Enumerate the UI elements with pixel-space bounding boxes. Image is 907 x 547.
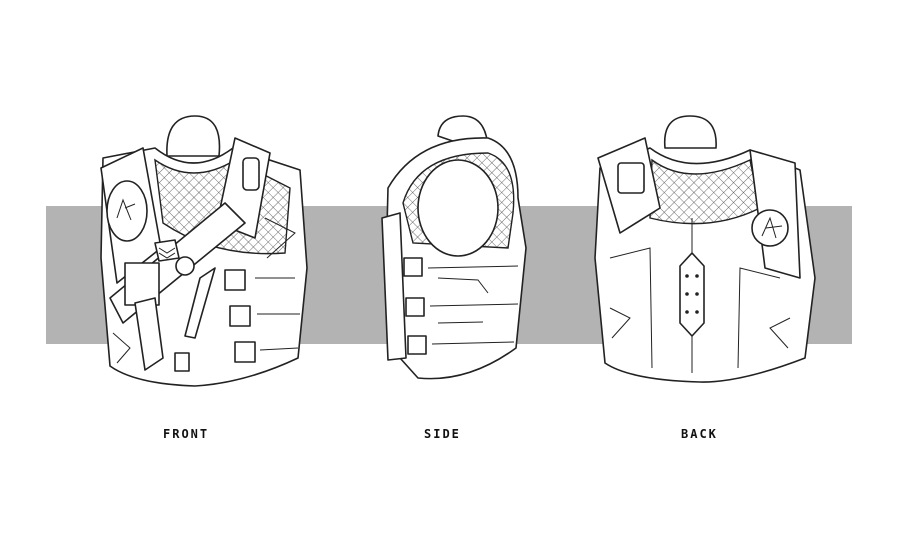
view-label-back: BACK bbox=[681, 427, 718, 441]
vest-side-drawing bbox=[381, 115, 527, 380]
arm-opening bbox=[417, 159, 499, 257]
side-strap-lines bbox=[427, 265, 519, 345]
vest-back-view bbox=[590, 108, 850, 398]
knife-sheath bbox=[134, 297, 164, 371]
mannequin-neck bbox=[166, 115, 221, 157]
mannequin-neck bbox=[663, 115, 717, 149]
vest-front-view bbox=[95, 108, 310, 398]
back-armor-marks bbox=[609, 307, 791, 349]
strap-buckle-3 bbox=[234, 341, 256, 363]
buckle-bottom bbox=[174, 352, 190, 372]
vest-back-drawing bbox=[594, 115, 816, 383]
side-buckle-2 bbox=[405, 297, 425, 317]
round-badge bbox=[175, 256, 195, 276]
vest-front-drawing bbox=[100, 115, 308, 387]
back-emblem-mark bbox=[761, 216, 783, 239]
view-label-side: SIDE bbox=[424, 427, 461, 441]
back-center-plate bbox=[679, 252, 705, 337]
side-strap-lines bbox=[255, 277, 300, 351]
knife-handle bbox=[184, 267, 216, 339]
side-plate bbox=[381, 212, 407, 361]
back-pouch-flap bbox=[617, 162, 645, 194]
side-buckle-3 bbox=[407, 335, 427, 355]
side-seams bbox=[437, 277, 489, 324]
rank-chevrons bbox=[158, 247, 176, 259]
shoulder-emblem-mark bbox=[116, 198, 136, 221]
strap-buckle-1 bbox=[224, 269, 246, 291]
back-panel-seams bbox=[609, 247, 781, 369]
rank-patch bbox=[154, 239, 180, 262]
vest-side-view bbox=[378, 108, 538, 398]
strap-buckle-2 bbox=[229, 305, 251, 327]
side-buckle-1 bbox=[403, 257, 423, 277]
armor-seams bbox=[112, 217, 296, 364]
view-label-front: FRONT bbox=[163, 427, 210, 441]
radio-device bbox=[242, 157, 260, 191]
